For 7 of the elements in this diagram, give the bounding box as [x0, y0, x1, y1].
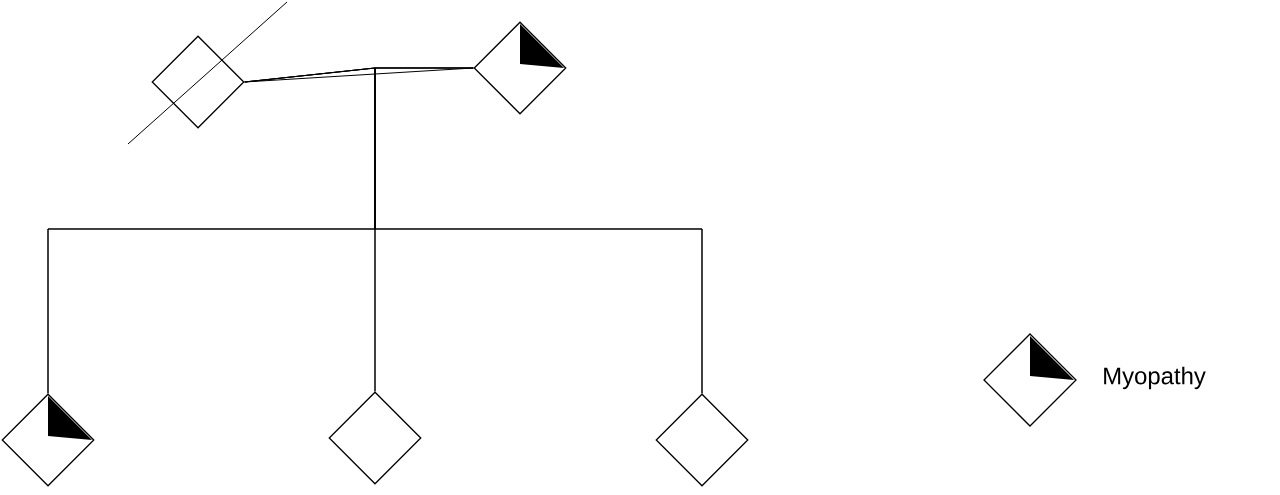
pedigree-symbol — [127, 1, 288, 145]
legend-label: Myopathy — [1104, 366, 1206, 390]
pedigree-symbol — [473, 21, 567, 115]
pedigree-symbol — [655, 393, 749, 487]
pedigree-symbol — [1, 393, 95, 487]
pedigree-symbol — [328, 391, 422, 485]
pedigree-line — [374, 67, 703, 394]
